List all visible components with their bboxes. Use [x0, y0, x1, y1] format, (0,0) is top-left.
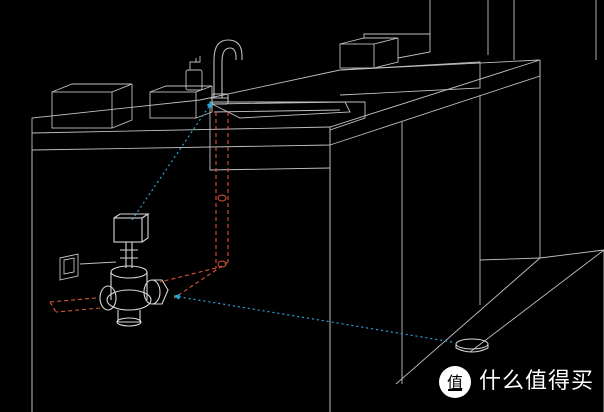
watermark: 值 什么值得买	[438, 366, 594, 398]
room-outline	[395, 0, 604, 412]
vanity-counter	[31, 59, 541, 412]
pipe-joints	[217, 194, 227, 268]
wall-switch-icon	[59, 253, 117, 281]
water-pipe	[49, 112, 229, 313]
soap-dispenser-icon	[185, 56, 203, 91]
valve-actuator-icon	[99, 213, 169, 327]
svg-text:值: 值	[447, 373, 463, 392]
faucet-icon	[210, 39, 243, 105]
floor-sensor-icon	[455, 338, 489, 353]
counter-boxes	[51, 33, 431, 129]
sink-basin	[211, 101, 351, 119]
watermark-text: 什么值得买	[478, 369, 594, 394]
signal-links	[131, 101, 453, 343]
zhidemai-logo-icon: 值	[438, 366, 471, 398]
